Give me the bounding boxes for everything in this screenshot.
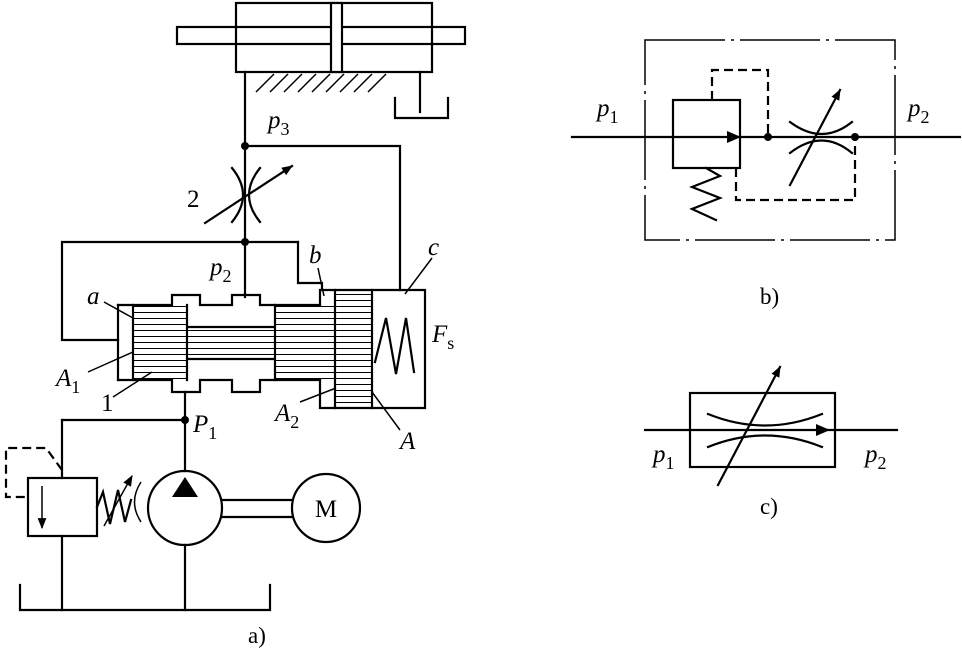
junction-dot-p2 — [241, 238, 249, 246]
label-a: a — [87, 283, 100, 310]
label-c-p1-sub: 1 — [666, 453, 675, 473]
label-a2-sub: 2 — [290, 412, 299, 432]
label-b-p2-main: p — [906, 95, 921, 122]
label-a1: A1 — [54, 365, 80, 397]
flow-arrow-c-icon — [816, 424, 830, 436]
label-p2: p2 — [208, 254, 232, 286]
label-p3: p3 — [266, 107, 290, 139]
label-b-p1-main: p — [595, 95, 610, 122]
label-b-p2-sub: 2 — [921, 107, 930, 127]
junction-dot-lower — [851, 133, 859, 141]
leader-a — [103, 301, 134, 319]
label-a2-main: A — [273, 400, 291, 427]
label-b: b — [309, 242, 322, 269]
throttle-c-top-arc — [706, 412, 824, 427]
spool-left-land — [133, 305, 187, 380]
p3-feedback-line — [243, 144, 402, 292]
motor — [290, 472, 362, 544]
throttle-top-arc — [788, 120, 854, 135]
adjustable-arrow-icon — [203, 164, 294, 225]
label-p1: P1 — [192, 411, 217, 443]
label-p3-main: p — [266, 107, 281, 134]
relief-valve-body — [26, 476, 99, 538]
figure-b: p1 p2 b) — [570, 39, 962, 309]
label-a2: A2 — [273, 400, 299, 432]
leader-1 — [112, 371, 153, 398]
caption-b: b) — [760, 284, 779, 309]
drain-tank — [393, 96, 450, 120]
compensator-spring-icon — [688, 166, 724, 222]
figure-a: p3 2 p2 b c a Fs A1 1 P1 A2 A M a) — [4, 1, 467, 648]
relief-valve — [4, 446, 142, 538]
spool-right-land — [275, 305, 335, 380]
ground-hatching — [255, 73, 387, 93]
figure-c: p1 p2 c) — [643, 365, 899, 519]
leader-area-a — [371, 391, 401, 431]
junction-dot-upper — [764, 133, 772, 141]
hydraulic-cylinder — [175, 1, 467, 120]
throttle-c-bottom-arc — [706, 434, 824, 449]
junction-dot-p3 — [241, 142, 249, 150]
label-c-p2-sub: 2 — [878, 453, 887, 473]
bracket-icon — [133, 481, 142, 523]
compensator-arrow-icon — [727, 131, 741, 143]
throttle-right-arc — [248, 166, 262, 224]
throttle-adjust-arrow-icon — [788, 88, 842, 187]
label-fs-sub: s — [447, 333, 454, 353]
drive-shaft — [220, 498, 294, 519]
throttle-valve-2 — [203, 164, 294, 225]
throttle-c-adjust-arrow-icon — [716, 365, 782, 487]
piston — [329, 1, 344, 74]
label-valve-2: 2 — [187, 186, 200, 213]
valve-housing-bottom — [116, 378, 322, 394]
spool-outline — [131, 288, 374, 410]
label-c-p2: p2 — [863, 441, 887, 473]
label-motor: M — [315, 496, 337, 523]
label-a1-sub: 1 — [71, 377, 80, 397]
spool-piston — [335, 290, 372, 408]
leader-b — [317, 267, 325, 297]
label-b-p1: p1 — [595, 95, 619, 127]
label-c: c — [428, 234, 439, 261]
adjust-arrow-icon — [103, 475, 133, 527]
label-c-p1-main: p — [651, 441, 666, 468]
spring-icon — [373, 317, 416, 375]
label-c-p2-main: p — [863, 441, 878, 468]
pilot-line — [4, 446, 63, 499]
label-b-p1-sub: 1 — [610, 107, 619, 127]
pilot-line-upper — [710, 68, 770, 137]
label-b-p2: p2 — [906, 95, 930, 127]
pilot-line-lower — [734, 137, 857, 202]
throttle-left-arc — [230, 166, 244, 224]
pump — [146, 469, 224, 547]
p2-left-feedback-line — [60, 240, 300, 342]
label-p3-sub: 3 — [281, 119, 290, 139]
label-p2-sub: 2 — [223, 266, 232, 286]
label-p1-main: P — [192, 411, 208, 438]
leader-a2 — [299, 387, 337, 403]
throttle-bottom-arc — [788, 139, 854, 155]
valve-housing-top — [116, 293, 322, 307]
compensator-box — [671, 98, 742, 170]
leader-c — [404, 257, 433, 295]
label-p1-sub: 1 — [208, 423, 217, 443]
caption-c: c) — [760, 494, 778, 519]
pump-triangle-icon — [172, 477, 198, 497]
label-a1-main: A — [54, 365, 72, 392]
valve-enclosure — [644, 39, 896, 241]
junction-dot-p1 — [181, 416, 189, 424]
label-spool-1: 1 — [101, 390, 114, 417]
compensator-valve — [116, 288, 427, 410]
label-fs: Fs — [431, 321, 454, 353]
tank — [18, 583, 272, 612]
label-area-a: A — [398, 428, 416, 455]
spool-neck — [187, 327, 275, 359]
piston-rod — [175, 25, 467, 46]
label-p2-main: p — [208, 254, 223, 281]
caption-a: a) — [248, 623, 266, 648]
label-c-p1: p1 — [651, 441, 675, 473]
leader-a1 — [87, 351, 134, 373]
label-fs-main: F — [431, 321, 448, 348]
